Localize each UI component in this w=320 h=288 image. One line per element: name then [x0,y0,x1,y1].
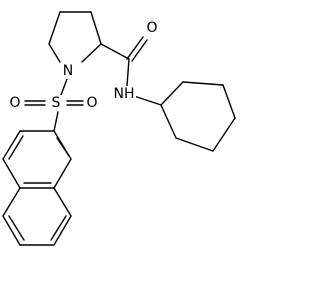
bond-naph-11 [2,187,21,217]
bond-naph-10 [2,215,21,246]
bond-naph-1-inner [56,137,70,157]
bond-cyclohexane-d [212,117,236,152]
sulfonyl-group [24,78,84,132]
bond-ring-d [48,43,61,63]
bond-ring-to-carbonyl [100,43,130,60]
bond-naph-8 [53,215,72,246]
atom-nh-amide: NH [112,86,136,102]
bond-ring-e [48,11,61,45]
bond-cyclohexane-f [160,104,177,139]
bond-cyclohexane-c [222,84,236,119]
bond-naph-5 [2,130,21,160]
atom-nh-amide-label: NH [114,86,135,102]
bond-naph-7 [53,187,72,217]
bond-carbonyl-double-a [126,36,144,60]
bond-s-to-naphthyl [53,111,59,132]
bond-carbonyl-to-nh [126,58,130,87]
atom-s: S [49,95,63,111]
bond-carbonyl-double-b [131,39,148,62]
cyclohexane-ring [160,81,236,152]
atom-n-ring: N [61,63,75,79]
atom-s-label: S [52,95,61,111]
atom-o-amide-label: O [146,20,157,36]
bond-n-to-s [60,78,68,96]
atom-n-ring-label: N [63,63,73,79]
chemical-structure-diagram: N O NH S O O [2,11,236,246]
atom-o-sulfonyl-right-label: O [86,95,97,111]
atom-o-amide: O [145,20,159,36]
bond-cyclohexane-b [182,81,224,86]
bond-naph-2 [53,158,72,189]
naphthalene-ring [2,130,72,246]
atom-o-sulfonyl-left-label: O [9,95,20,111]
bond-cyclohexane-e [175,137,214,152]
bond-ring-c [81,43,102,63]
atom-o-sulfonyl-left: O [8,95,22,111]
pyrrolidine-ring [48,11,102,63]
bond-naph-8-inner [50,215,67,241]
bond-ring-b [90,11,102,45]
atom-o-sulfonyl-right: O [85,95,99,111]
bond-naph-5-inner [8,135,24,160]
bond-cyclohexane-a [160,81,184,106]
bond-naph-10-inner [8,215,25,241]
bond-naph-4 [2,158,21,189]
atom-labels: N O NH S O O [8,20,159,111]
